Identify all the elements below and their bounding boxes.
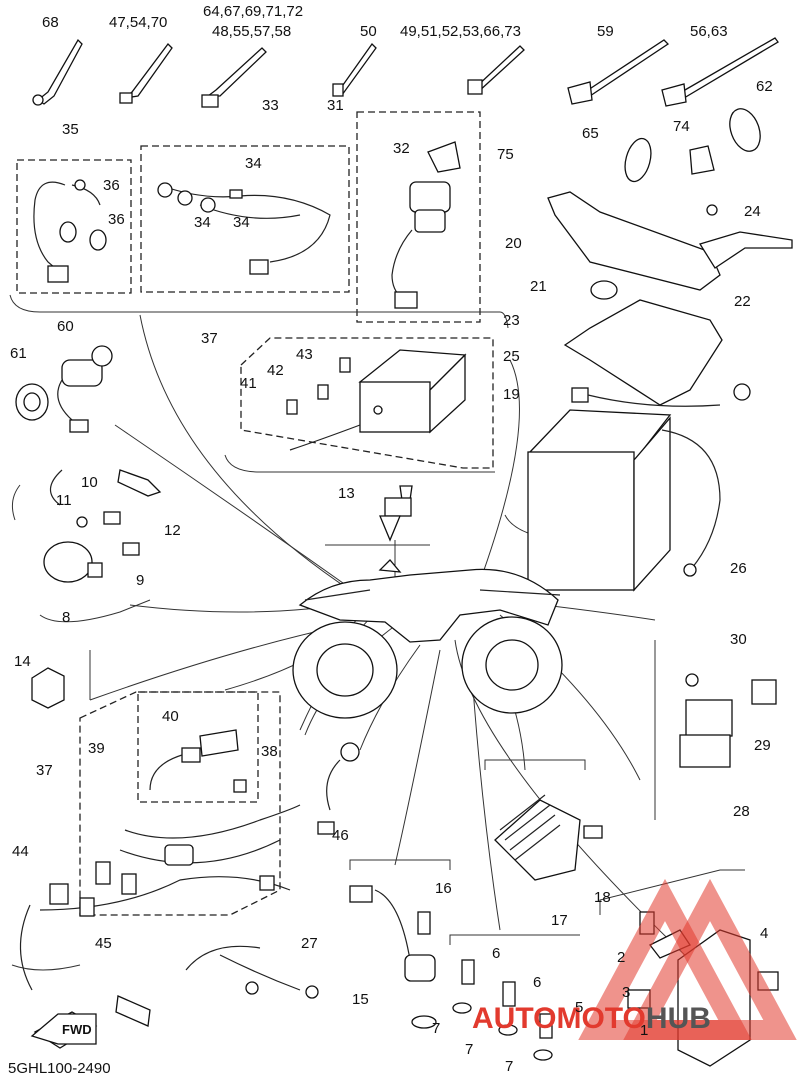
callout-c2: 2 [617, 949, 625, 966]
callout-c21: 21 [530, 278, 547, 295]
callout-c33: 33 [262, 97, 279, 114]
callout-c20: 20 [505, 235, 522, 252]
callout-c49: 49,51,52,53,66,73 [400, 23, 521, 40]
watermark-logo: AUTOMOTOHUB [472, 878, 797, 1040]
callout-c7a: 7 [432, 1020, 440, 1037]
fuse-box [286, 349, 467, 451]
callout-c31: 31 [327, 97, 344, 114]
callout-c6a: 6 [492, 945, 500, 962]
callout-c34a: 34 [245, 155, 262, 172]
callout-c41: 41 [240, 375, 257, 392]
battery-hold-down [547, 108, 793, 406]
callout-c4: 4 [760, 925, 768, 942]
watermark-part-3: HUB [646, 1002, 711, 1035]
reference-code: 5GHL100-2490 [8, 1060, 111, 1077]
callout-c46: 46 [332, 827, 349, 844]
callout-c23: 23 [503, 312, 520, 329]
callout-c7c: 7 [505, 1058, 513, 1075]
callout-c37b: 37 [36, 762, 53, 779]
callout-c22: 22 [734, 293, 751, 310]
callout-c32: 32 [393, 140, 410, 157]
callout-c7b: 7 [465, 1041, 473, 1058]
callout-c75: 75 [497, 146, 514, 163]
callout-c1: 1 [640, 1022, 648, 1039]
callout-c12: 12 [164, 522, 181, 539]
callout-c65: 65 [582, 125, 599, 142]
callout-c10: 10 [81, 474, 98, 491]
callout-c15: 15 [352, 991, 369, 1008]
callout-c6b: 6 [533, 974, 541, 991]
callout-c43: 43 [296, 346, 313, 363]
callout-c24: 24 [744, 203, 761, 220]
callout-c38: 38 [261, 743, 278, 760]
callout-c62: 62 [756, 78, 773, 95]
group-brackets [9, 294, 745, 971]
atv-illustration [292, 559, 563, 719]
callout-c18: 18 [594, 889, 611, 906]
callout-c19: 19 [503, 386, 520, 403]
callout-c3: 3 [622, 984, 630, 1001]
watermark-part-1: AUTO [472, 1002, 556, 1035]
callout-c40: 40 [162, 708, 179, 725]
callout-c50: 50 [360, 23, 377, 40]
callout-c25: 25 [503, 348, 520, 365]
callout-c36b: 36 [108, 211, 125, 228]
callout-c28: 28 [733, 803, 750, 820]
callout-c27: 27 [301, 935, 318, 952]
callout-c36a: 36 [103, 177, 120, 194]
callout-c44: 44 [12, 843, 29, 860]
callout-c59: 59 [597, 23, 614, 40]
callout-c26: 26 [730, 560, 747, 577]
cable-ties [32, 37, 779, 108]
callout-c11: 11 [56, 492, 72, 509]
callout-c5: 5 [575, 999, 583, 1016]
callout-c30: 30 [730, 631, 747, 648]
speed-sensor [317, 742, 437, 1029]
rectifier-regulator [494, 794, 603, 881]
callout-c74: 74 [673, 118, 690, 135]
hardware [452, 959, 651, 1061]
callout-c8: 8 [62, 609, 70, 626]
lower-harness [19, 729, 319, 1049]
watermark-part-2: MOTO [556, 1002, 645, 1035]
callout-c17: 17 [551, 912, 568, 929]
sub-harnesses [33, 179, 331, 283]
callout-c14: 14 [14, 653, 31, 670]
fwd-label: FWD [62, 1022, 92, 1037]
callout-c34c: 34 [233, 214, 250, 231]
callout-c61: 61 [10, 345, 27, 362]
callout-c9: 9 [136, 572, 144, 589]
battery [527, 383, 751, 592]
callout-c13: 13 [338, 485, 355, 502]
callout-c16: 16 [435, 880, 452, 897]
callout-c39: 39 [88, 740, 105, 757]
main-switch [391, 141, 461, 309]
svg-text:AUTOMOTOHUB: AUTOMOTOHUB [472, 1002, 711, 1035]
callout-c42: 42 [267, 362, 284, 379]
callout-c47: 47,54,70 [109, 14, 167, 31]
callout-c64a: 64,67,69,71,72 [203, 3, 303, 20]
callout-c56: 56,63 [690, 23, 728, 40]
starter-relay [679, 673, 777, 768]
callout-c64b: 48,55,57,58 [212, 23, 291, 40]
spark-plug [379, 485, 413, 542]
callout-c60: 60 [57, 318, 74, 335]
left-components [15, 345, 162, 709]
callout-c68: 68 [42, 14, 59, 31]
callout-c45: 45 [95, 935, 112, 952]
callout-c37a: 37 [201, 330, 218, 347]
callout-c34b: 34 [194, 214, 211, 231]
callout-c35: 35 [62, 121, 79, 138]
callout-c29: 29 [754, 737, 771, 754]
fwd-arrow: FWD [30, 1013, 97, 1045]
